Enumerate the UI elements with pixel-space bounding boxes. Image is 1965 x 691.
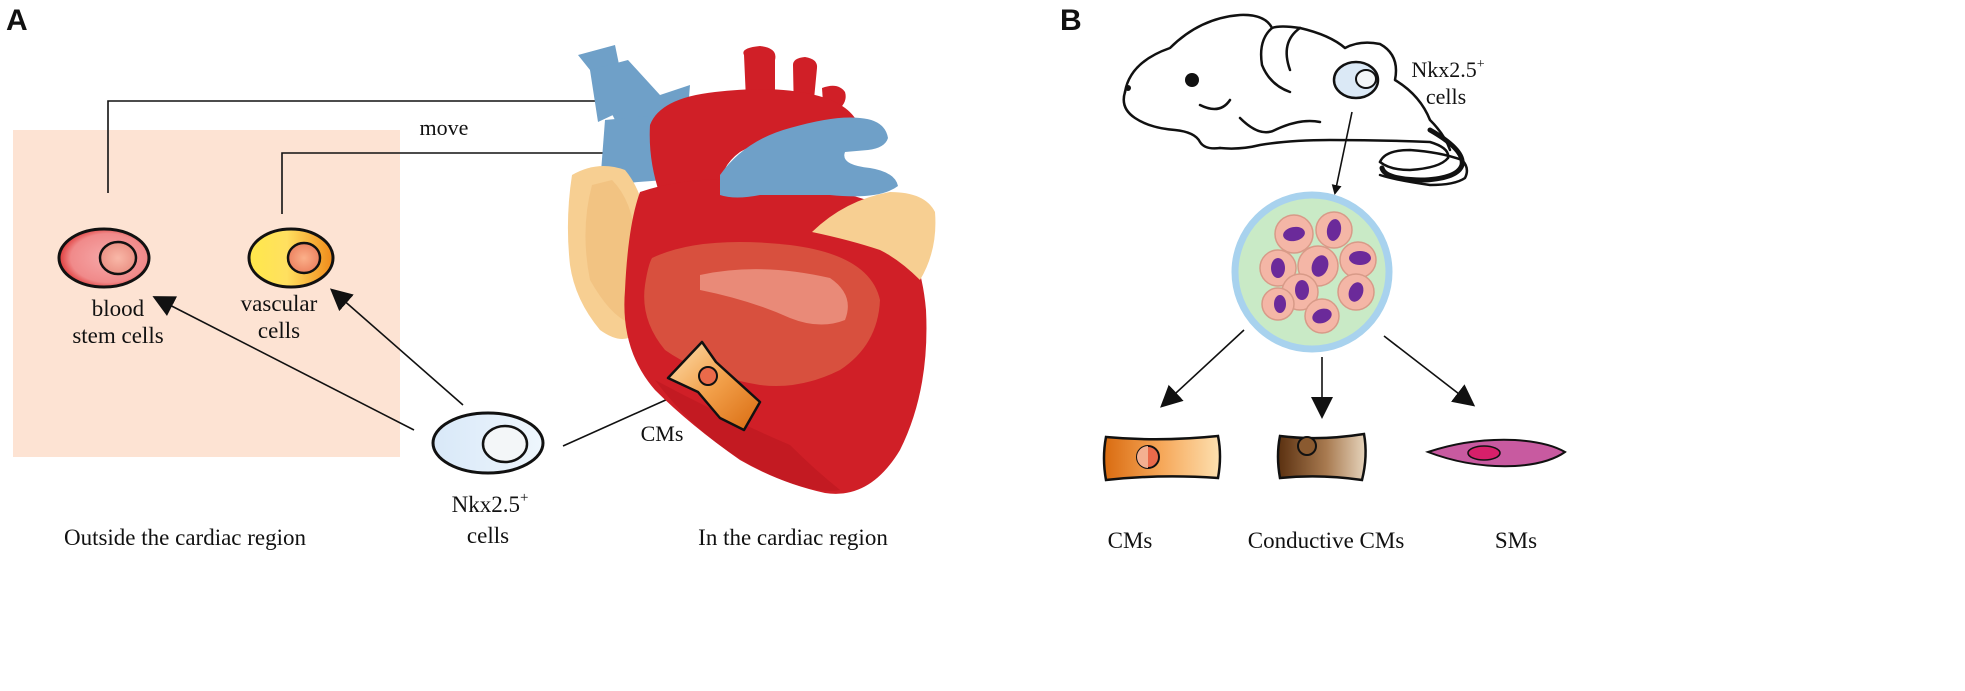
nkx-label-2: cells: [467, 523, 509, 548]
arrow-to-vascular: [329, 288, 464, 406]
vascular-label-1: vascular: [241, 291, 318, 316]
arrow-blood-move: [107, 90, 654, 193]
arrow-dish-to-sms: [1383, 335, 1476, 407]
outside-region: [13, 130, 400, 457]
nkx-cell: [431, 411, 545, 475]
panel-a-letter: A: [6, 4, 28, 37]
arrow-to-blood: [152, 296, 415, 431]
outside-region-label: Outside the cardiac region: [64, 525, 307, 550]
panel-b-letter: B: [1060, 4, 1082, 37]
cms-label-b: CMs: [1108, 528, 1153, 553]
arrow-mouse-to-dish: [1331, 111, 1353, 195]
vascular-cell: [247, 227, 335, 289]
inside-region-label: In the cardiac region: [698, 525, 888, 550]
cms-label-a: CMs: [641, 421, 684, 446]
heart-illustration: [567, 45, 936, 494]
blood-label-2: stem cells: [72, 323, 163, 348]
blood-label-1: blood: [92, 296, 145, 321]
mouse-eye: [1185, 73, 1199, 87]
arrow-dish-to-cms: [1160, 329, 1245, 408]
move-label: move: [420, 115, 469, 140]
conductive-cms-label: Conductive CMs: [1248, 528, 1405, 553]
blood-stem-cell: [57, 227, 151, 289]
sm-cell: [1425, 438, 1567, 468]
nkx-label-1: Nkx2.5+: [452, 490, 529, 517]
mouse-illustration: [1122, 13, 1469, 187]
sms-label: SMs: [1495, 528, 1537, 553]
cm-cell-b: [1102, 434, 1222, 482]
culture-dish: [1231, 191, 1393, 353]
mouse-nose: [1125, 85, 1131, 91]
nkx-label-b-1: Nkx2.5+: [1411, 57, 1484, 82]
conductive-cm-cell: [1276, 432, 1367, 482]
nkx-cell-mouse: [1332, 60, 1380, 100]
arrow-vascular-move: [281, 142, 656, 214]
mouse-tail: [1379, 127, 1465, 183]
cm-cell-heart: [666, 340, 762, 432]
nkx-label-b-2: cells: [1426, 84, 1466, 109]
vascular-label-2: cells: [258, 318, 300, 343]
